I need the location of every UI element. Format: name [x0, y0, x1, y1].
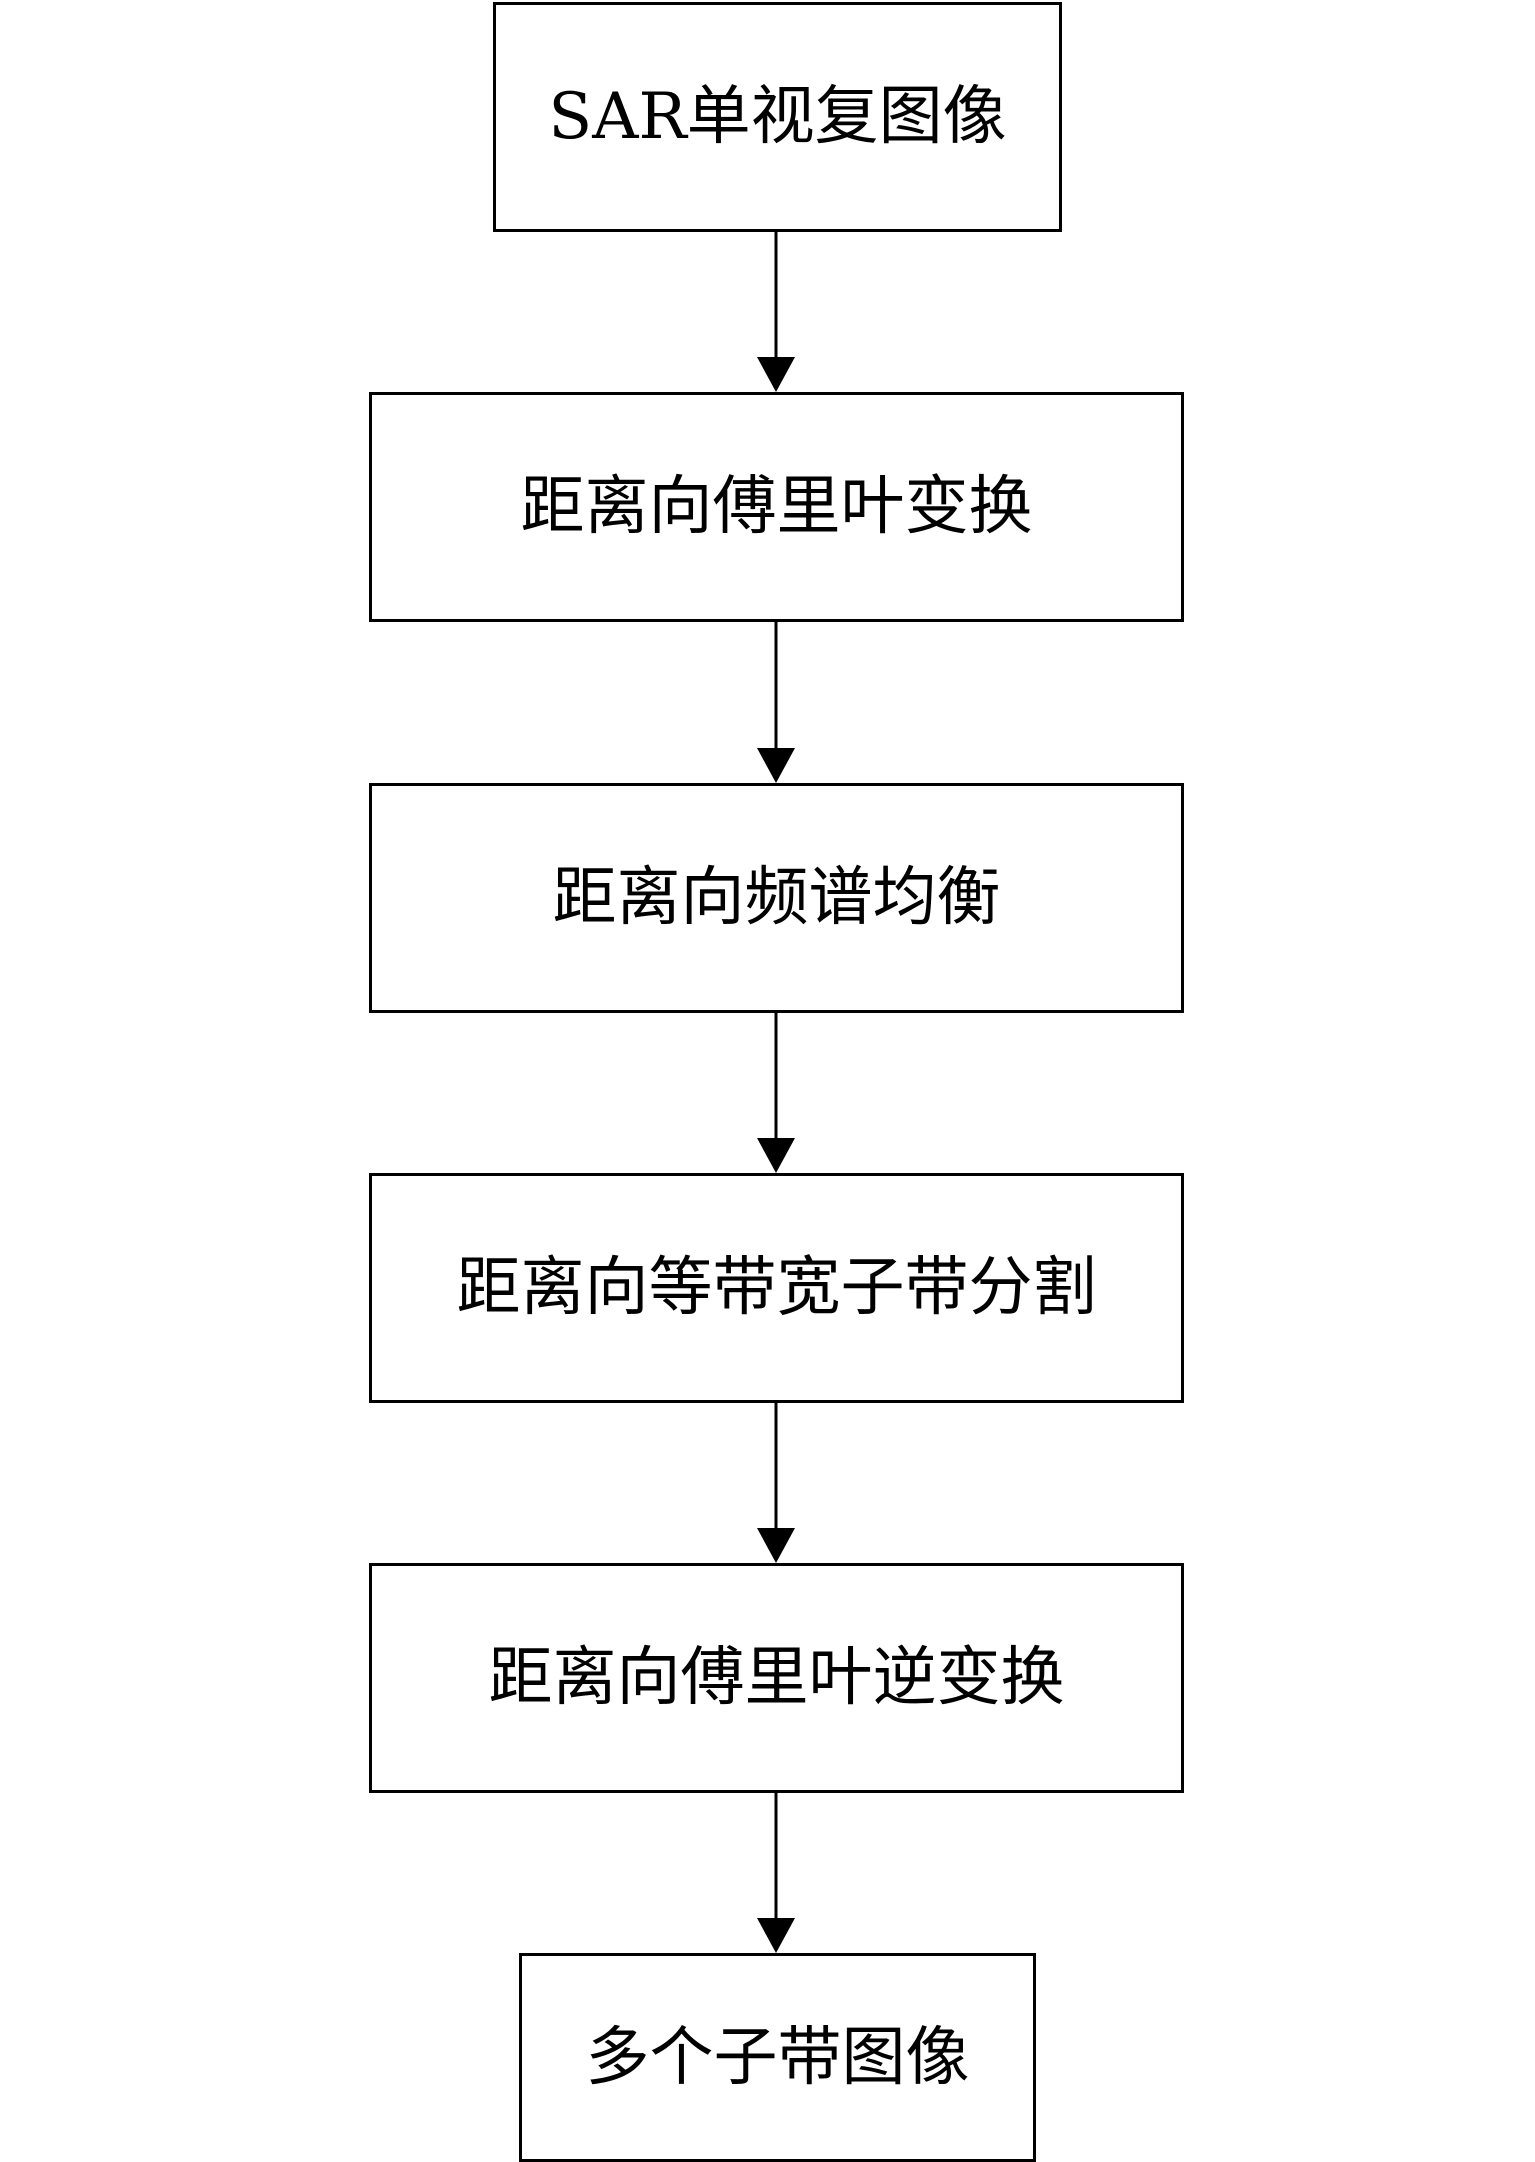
step-label: 距离向频谱均衡: [552, 861, 1001, 935]
step-label: 多个子带图像: [585, 2020, 970, 2095]
arrow-3-to-4: [757, 1013, 795, 1173]
step-label: SAR单视复图像: [548, 80, 1007, 154]
arrow-1-to-2: [757, 232, 795, 392]
step-label: 距离向傅里叶变换: [520, 470, 1033, 544]
step-box-range-fft: 距离向傅里叶变换: [369, 392, 1184, 622]
step-box-input-slc-image: SAR单视复图像: [493, 2, 1062, 232]
step-box-spectrum-equalization: 距离向频谱均衡: [369, 783, 1184, 1013]
arrow-2-to-3: [757, 622, 795, 783]
step-box-output-subband-images: 多个子带图像: [519, 1953, 1036, 2162]
step-box-range-ifft: 距离向傅里叶逆变换: [369, 1563, 1184, 1793]
step-box-subband-split: 距离向等带宽子带分割: [369, 1173, 1184, 1403]
arrow-5-to-6: [757, 1793, 795, 1953]
step-label: 距离向等带宽子带分割: [456, 1251, 1097, 1325]
arrow-4-to-5: [757, 1403, 795, 1563]
step-label: 距离向傅里叶逆变换: [488, 1641, 1065, 1715]
